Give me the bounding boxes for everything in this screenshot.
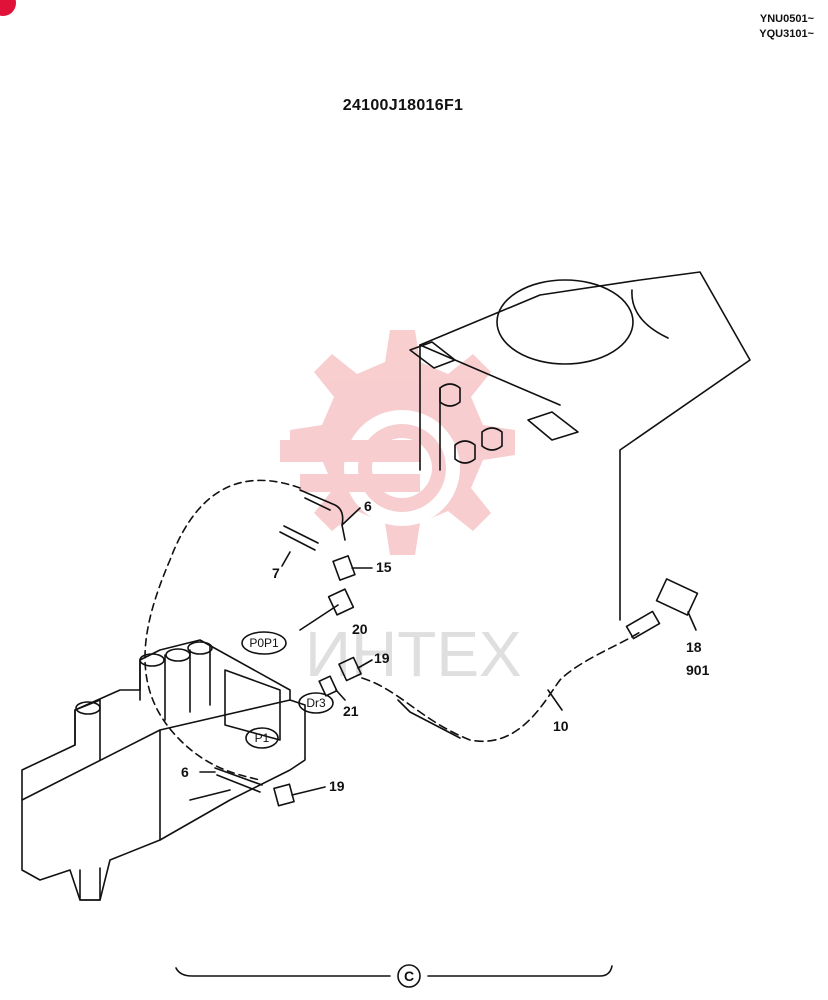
fitting-15	[332, 555, 356, 581]
serial-range-2: YQU3101~	[759, 28, 814, 40]
callout-7: 7	[272, 565, 280, 581]
port-pop1-label: P0P1	[249, 636, 279, 650]
callout-6-top: 6	[364, 498, 372, 514]
watermark-gear-icon	[280, 330, 515, 555]
pipe-6-top-inner	[304, 497, 331, 511]
watermark-text: ИНТЕХ	[305, 618, 522, 690]
hose-end-fitting	[625, 610, 661, 640]
callout-6-bottom: 6	[181, 764, 189, 780]
sensor-probe	[397, 699, 461, 739]
hose-10	[361, 631, 641, 743]
leader-19-top	[357, 659, 373, 669]
leader-19-bottom	[291, 786, 326, 796]
callout-19-top: 19	[374, 650, 390, 666]
fitting-21	[318, 675, 338, 697]
fitting-19-bottom	[273, 783, 295, 807]
callout-18: 18	[686, 639, 702, 655]
leader-21	[335, 689, 346, 701]
callout-20: 20	[352, 621, 368, 637]
footer-section-circle	[397, 964, 421, 988]
port-p1-oval	[245, 727, 279, 749]
footer-rule	[175, 965, 613, 977]
drawing-number: 24100J18016F1	[342, 97, 464, 114]
serial-range-1: YNU0501~	[759, 13, 814, 25]
port-pop1-oval	[241, 631, 287, 655]
dashed-hose-loop	[144, 479, 301, 781]
callout-10: 10	[553, 718, 569, 734]
port-dr3-oval	[298, 692, 334, 714]
fitting-20	[327, 588, 355, 616]
leader-20	[299, 604, 339, 631]
leader-18	[687, 611, 697, 631]
port-dr3-label: Dr3	[306, 696, 326, 710]
leader-6-top	[341, 507, 361, 526]
fitting-18	[655, 578, 699, 616]
leader-7	[281, 551, 291, 567]
footer-section-mark: C	[404, 968, 414, 984]
callout-21: 21	[343, 703, 359, 719]
hydraulic-tank	[409, 271, 751, 621]
pipe-6-bottom	[214, 767, 263, 793]
callout-901: 901	[686, 662, 710, 678]
leader-10	[547, 689, 563, 711]
control-valve	[21, 639, 306, 901]
callout-19-bottom: 19	[329, 778, 345, 794]
corner-badge	[0, 0, 16, 16]
fitting-19-top	[338, 656, 362, 682]
pipe-7	[279, 525, 319, 551]
callout-15: 15	[376, 559, 392, 575]
port-p1-label: P1	[255, 731, 270, 745]
